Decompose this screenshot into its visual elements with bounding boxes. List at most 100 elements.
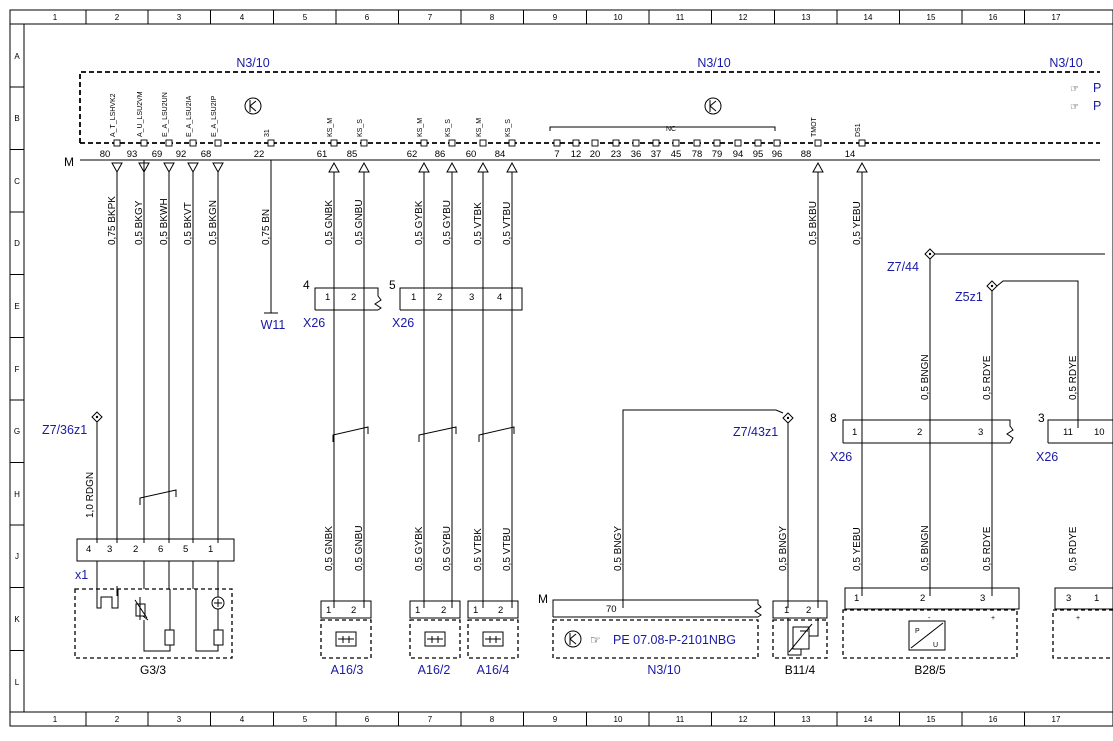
grid-column-label: 10 [614,13,623,22]
wire-label: 0,5 YEBU [852,527,863,571]
b28-minus-mark: - [928,615,931,622]
grid-row-label: A [14,52,20,61]
ecu-pin-signal-name: TMOT [811,116,818,137]
right-sensor-pin: 3 [1066,593,1071,604]
pin-direction-arrow-icon [856,161,868,173]
g3-3-label: G3/3 [140,663,166,677]
grid-column-label: 16 [989,715,998,724]
ecu-pin-number: 92 [176,149,187,160]
grid-column-label: 1 [53,13,58,22]
ecu-pin-number: 68 [201,149,212,160]
right-sensor-pin: 1 [1094,593,1099,604]
ecu-nc-pin-number: 20 [590,149,601,160]
x26-c-pin: 2 [917,427,922,438]
ecu-pin-contact [693,139,701,147]
grid-column-label: 17 [1052,13,1061,22]
grid-column-label: 8 [490,715,495,724]
wire-label: 0,5 BNGY [613,526,624,571]
pin-direction-arrow-icon [506,161,518,173]
wire-label: 0,5 BKGY [134,200,145,245]
ecu-pin-contact [773,139,781,147]
splice-point-icon [91,411,103,423]
x26-d-number: 3 [1038,411,1045,425]
grid-column-label: 6 [365,13,370,22]
x1-pin: 6 [158,544,163,555]
grid-column-label: 2 [115,13,120,22]
grid-column-label: 8 [490,13,495,22]
grid-column-label: 3 [177,13,182,22]
wire-label: 0,5 VTBK [473,202,484,245]
b11-4-pin: 2 [806,605,811,616]
splice-point-icon [986,280,998,292]
ground-mark: M [64,155,74,169]
grid-row-label: J [15,552,19,561]
ecu-pin-contact [553,139,561,147]
temperature-sensor-icon [787,618,819,656]
x26-a-pin: 2 [351,292,356,303]
wire-label: 0,5 GNBK [324,200,335,245]
pin-direction-arrow-icon [812,161,824,173]
pin-direction-arrow-icon [477,161,489,173]
ecu-pin-contact [267,139,275,147]
reference-hand-icon: ☞ [1070,84,1079,95]
pin-direction-arrow-icon [358,161,370,173]
grid-column-label: 15 [927,715,936,724]
ecu-nc-pin-number: 78 [692,149,703,160]
grid-column-label: 14 [864,715,873,724]
b11-4-pin: 1 [784,605,789,616]
ecu-nc-pin-number: 96 [772,149,783,160]
splice-point-icon [924,248,936,260]
ecu-pin-signal-name: KS_S [357,119,364,137]
ecu-pin-signal-name: DS1 [855,123,862,137]
splice-z5z1: Z5z1 [955,290,983,304]
ecu-nc-pin-number: 95 [753,149,764,160]
right-plus-mark: + [1076,615,1080,622]
ecu-right-ref-2: P [1093,99,1101,113]
grid-column-label: 17 [1052,715,1061,724]
b11-4-label: B11/4 [785,663,816,677]
a16-2-pin: 2 [441,605,446,616]
ecu-pin-contact [113,139,121,147]
ecu-nc-pin-number: 45 [671,149,682,160]
ecu-label-left: N3/10 [236,56,269,70]
grid-column-label: 3 [177,715,182,724]
grid-column-label: 13 [802,13,811,22]
grid-column-label: 6 [365,715,370,724]
a16-2-pin: 1 [415,605,420,616]
a16-4-label: A16/4 [477,663,510,677]
grid-row-label: L [15,678,20,687]
wire-label: 0,5 GYBU [442,200,453,245]
pin-direction-arrow-icon [418,161,430,173]
ecu-pin-number: 86 [435,149,446,160]
w11-label: W11 [261,318,286,332]
ecu-label-mid: N3/10 [697,56,730,70]
x1-label: x1 [75,568,88,582]
wire-label: 0,5 RDYE [982,526,993,571]
x1-pin: 5 [183,544,188,555]
ecu-pin-contact [814,139,822,147]
ecu-pin-number: 80 [100,149,111,160]
ecu-nc-pin-number: 79 [712,149,723,160]
ecu-pin-number: 61 [317,149,328,160]
wire-label: 0,5 BKWH [159,198,170,245]
ecu-pin-signal-name: KS_M [327,118,334,137]
ecu-pin-contact [632,139,640,147]
ecu-pin-signal-name: E_A_LSU2UN [162,92,169,137]
ecu-pin-contact [165,139,173,147]
transistor-icon [564,630,582,648]
x26-b-number: 5 [389,278,396,292]
ecu-pin-number: 14 [845,149,856,160]
wire-label: 0,5 BNGY [778,526,789,571]
b28-5-pin: 1 [854,593,859,604]
a16-4-pin: 1 [473,605,478,616]
ecu-nc-pin-number: 23 [611,149,622,160]
ecu-pin-contact [858,139,866,147]
grid-column-label: 7 [428,715,433,724]
b28-5-pin: 3 [980,593,985,604]
grid-column-label: 4 [240,715,245,724]
ecu-pin-number: 84 [495,149,506,160]
ecu-pin-70: 70 [606,604,617,615]
grid-column-label: 13 [802,715,811,724]
x26-d-pin: 11 [1063,427,1073,438]
grid-column-label: 12 [739,13,748,22]
